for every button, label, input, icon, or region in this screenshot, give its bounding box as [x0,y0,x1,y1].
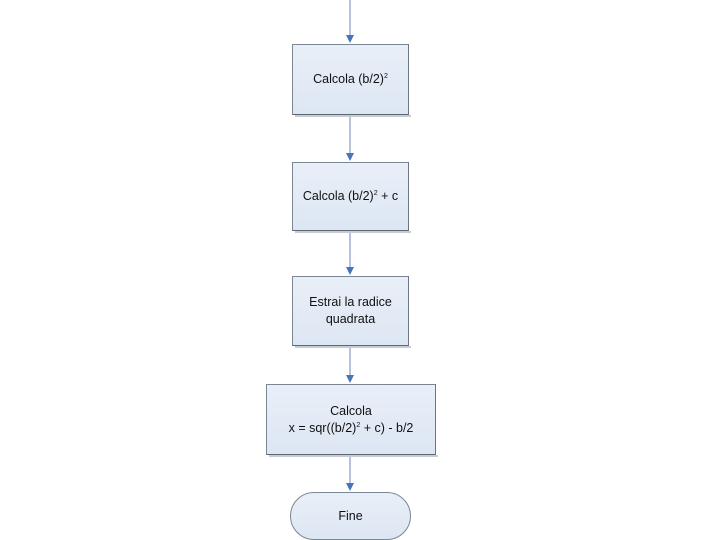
terminator-fine: Fine [290,492,411,540]
step-4-line1: Calcola [330,403,372,418]
step-calcola-x: Calcola x = sqr((b/2)2 + c) - b/2 [266,384,438,457]
terminator-label: Fine [338,508,363,523]
step-3-line2: quadrata [325,312,376,326]
step-1-text: Calcola (b/2)2 [313,72,388,86]
connector-group [346,0,354,491]
arrowhead-4 [346,375,354,383]
step-4-line2: x = sqr((b/2)2 + c) - b/2 [288,420,414,435]
step-estrai-radice: Estrai la radice quadrata [292,276,411,348]
arrowhead-3 [346,267,354,275]
arrowhead-5 [346,483,354,491]
step-3-line1: Estrai la radice [309,295,392,309]
step-calcola-b2-squared-plus-c: Calcola (b/2)2 + c [292,162,411,233]
arrowhead-2 [346,153,354,161]
arrowhead-1 [346,35,354,43]
step-2-text: Calcola (b/2)2 + c [302,189,399,203]
step-calcola-b2-squared: Calcola (b/2)2 [292,44,411,117]
